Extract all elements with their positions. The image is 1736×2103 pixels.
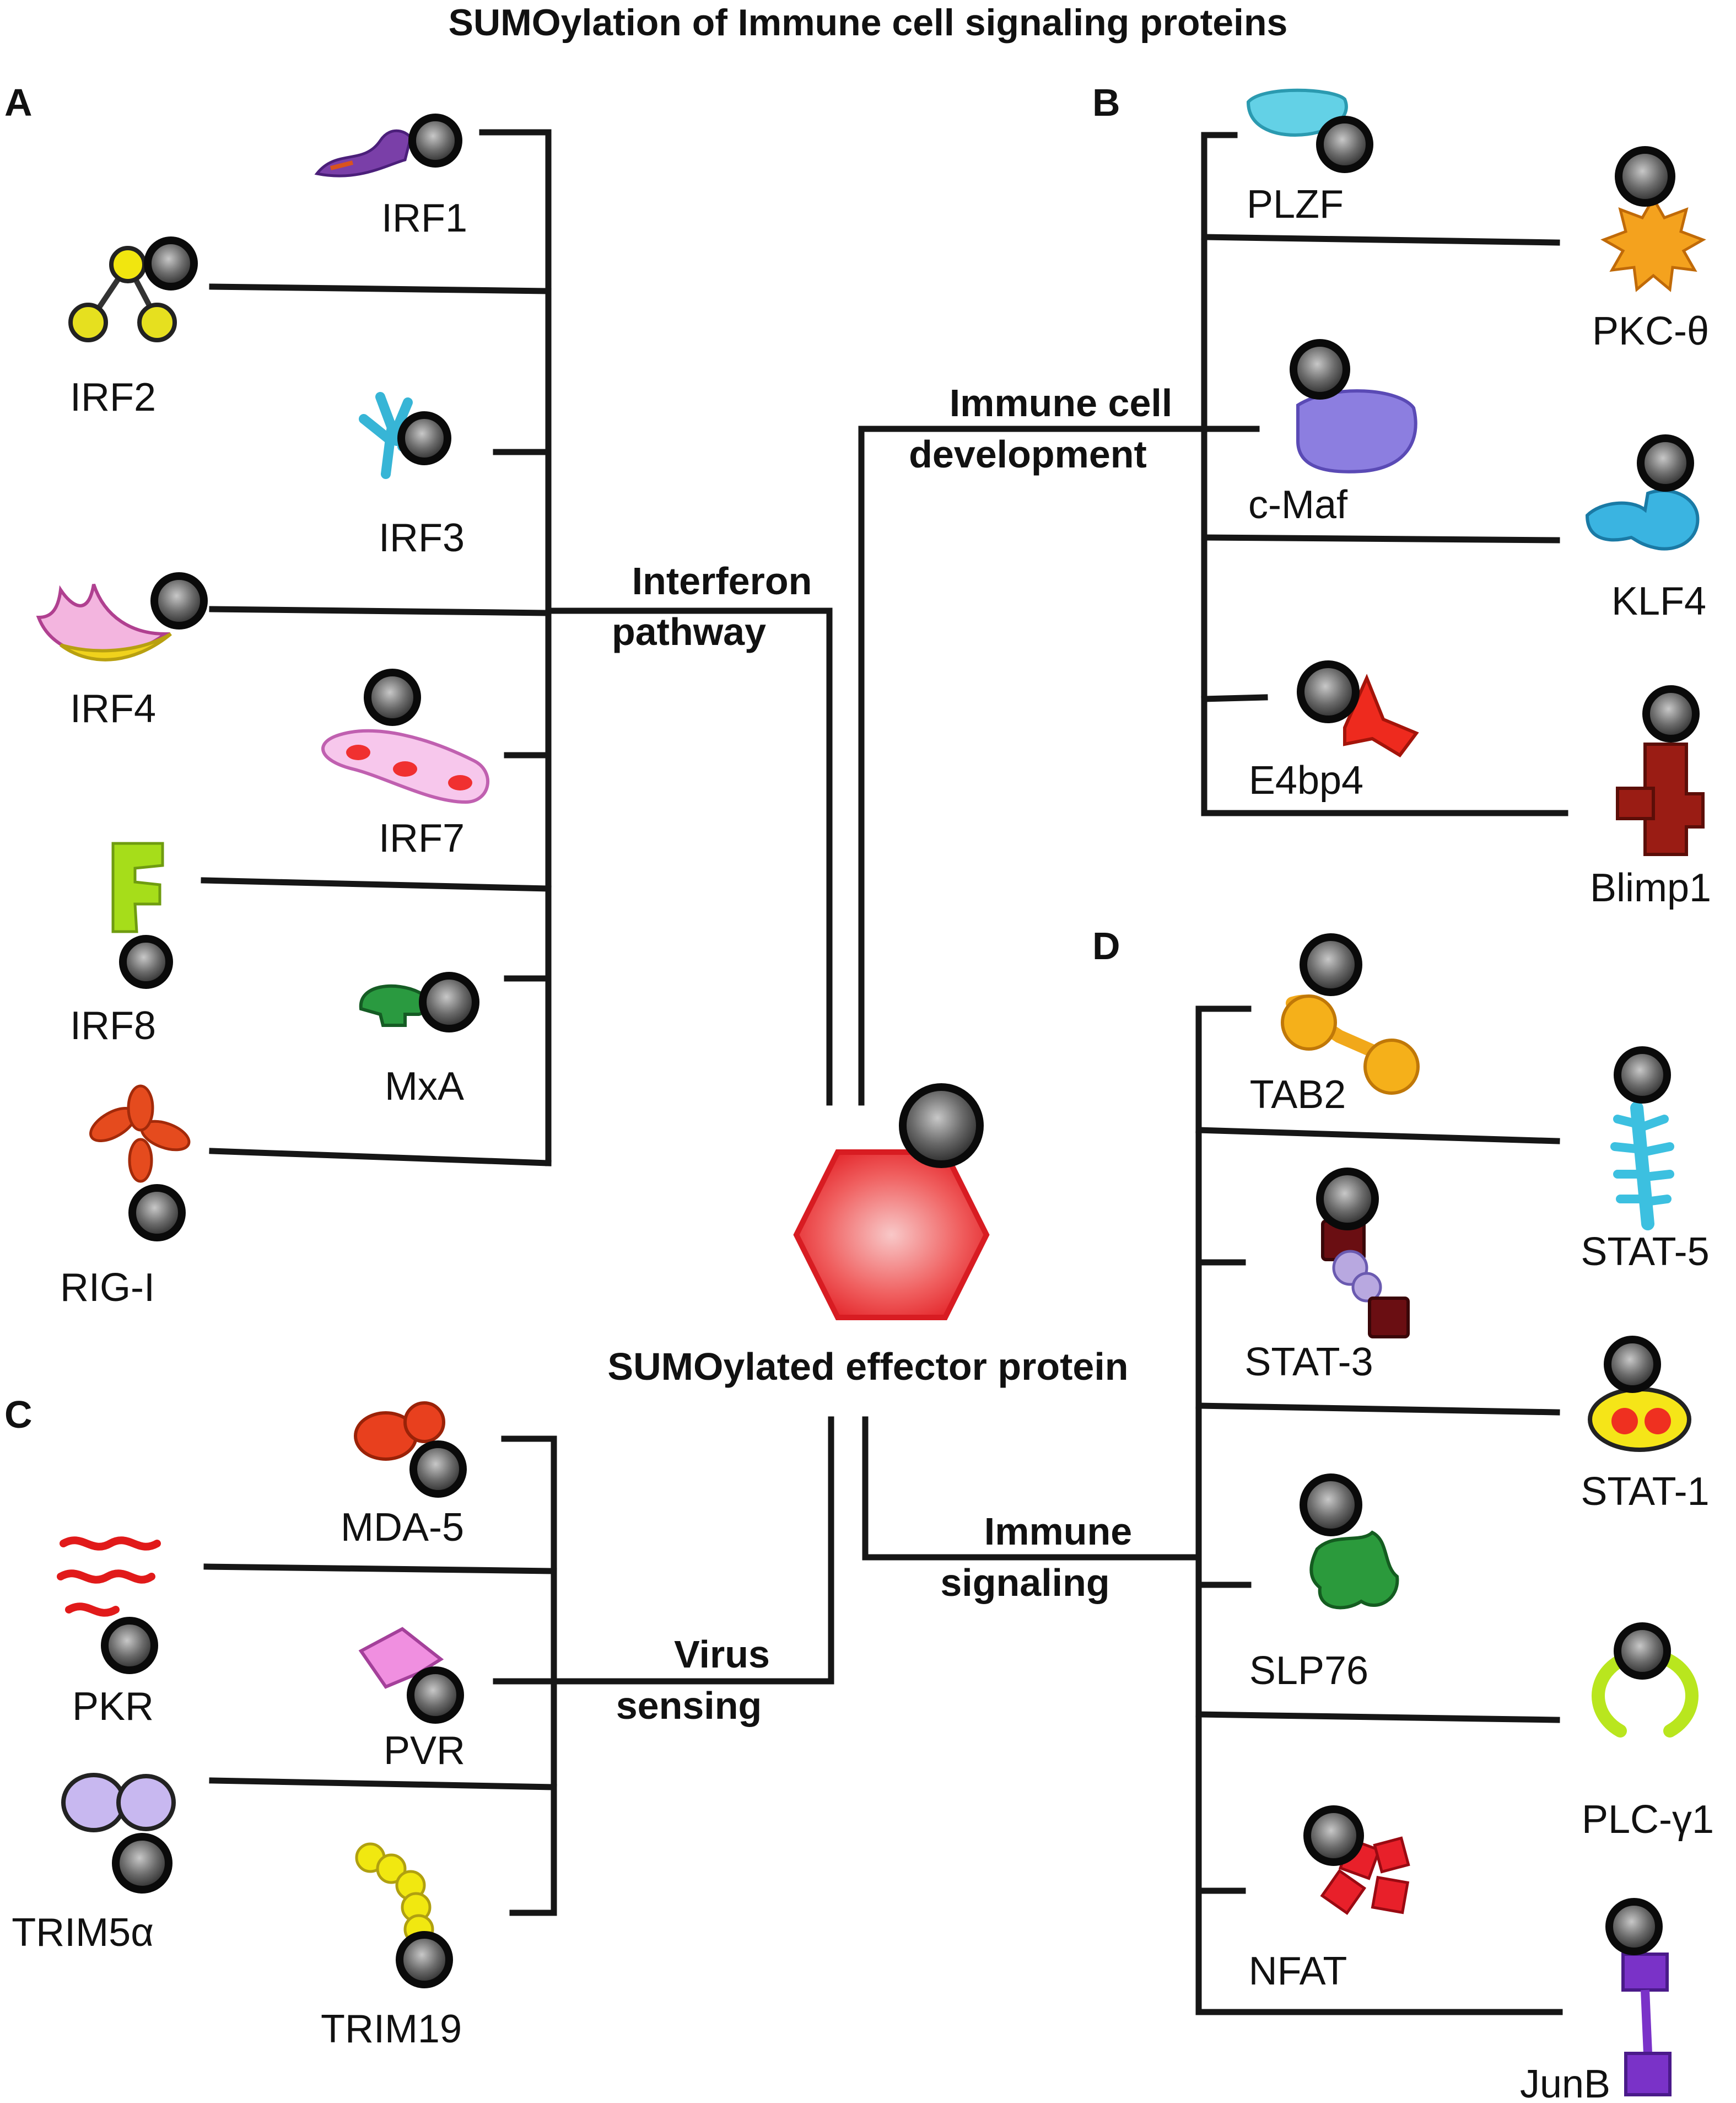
- category-development-line1: Immune cell: [950, 381, 1173, 424]
- protein-label-rig-i: RIG-I: [60, 1266, 155, 1310]
- plc-gamma1-icon: [1592, 1622, 1699, 1738]
- protein-label-stat-3: STAT-3: [1244, 1340, 1373, 1384]
- tab2-icon: [1281, 933, 1420, 1095]
- pvr-icon: [358, 1627, 464, 1724]
- category-signaling-line2: signaling: [940, 1561, 1109, 1604]
- protein-label-pkr: PKR: [72, 1685, 154, 1729]
- protein-label-trim19: TRIM19: [321, 2007, 462, 2051]
- irf2-icon: [68, 236, 198, 342]
- slp76-icon: [1300, 1473, 1399, 1610]
- protein-label-irf3: IRF3: [379, 516, 465, 560]
- protein-label-tab2: TAB2: [1250, 1073, 1346, 1117]
- rig-i-icon: [89, 1084, 191, 1241]
- stat-1-icon: [1588, 1336, 1691, 1452]
- category-virus-line1: Virus: [674, 1633, 770, 1676]
- protein-label-nfat: NFAT: [1249, 1949, 1347, 1993]
- protein-label-mda-5: MDA-5: [341, 1505, 464, 1550]
- protein-label-klf4: KLF4: [1611, 579, 1706, 623]
- category-signaling-line1: Immune: [984, 1510, 1132, 1553]
- nfat-icon: [1303, 1805, 1410, 1915]
- protein-label-blimp1: Blimp1: [1590, 866, 1711, 910]
- trim5-alpha-icon: [61, 1773, 176, 1894]
- protein-label-pvr: PVR: [384, 1729, 465, 1773]
- irf3-icon: [359, 392, 451, 479]
- protein-label-irf2: IRF2: [70, 375, 156, 419]
- irf4-icon: [36, 572, 208, 661]
- protein-label-pkc-theta: PKC-θ: [1592, 309, 1709, 353]
- category-interferon-line1: Interferon: [632, 560, 812, 603]
- connector-lines: [201, 129, 1568, 2015]
- irf7-icon: [321, 669, 489, 804]
- irf1-icon: [314, 114, 462, 178]
- protein-label-stat-5: STAT-5: [1581, 1230, 1709, 1274]
- category-virus-line2: sensing: [616, 1684, 762, 1727]
- protein-label-trim5-alpha: TRIM5α: [12, 1911, 154, 1955]
- protein-label-plc-gamma1: PLC-γ1: [1582, 1798, 1714, 1842]
- protein-label-irf1: IRF1: [381, 196, 467, 240]
- klf4-icon: [1585, 434, 1700, 551]
- panel-label-b: B: [1092, 81, 1120, 124]
- sumoylated-effector-protein-icon: [793, 1083, 990, 1320]
- protein-label-slp76: SLP76: [1249, 1649, 1368, 1693]
- category-interferon-line2: pathway: [612, 610, 766, 653]
- c-maf-icon: [1290, 339, 1417, 474]
- plzf-icon: [1246, 88, 1373, 173]
- irf8-icon: [111, 842, 173, 989]
- junb-icon: [1605, 1898, 1672, 2096]
- trim19-icon: [355, 1842, 453, 1988]
- panel-label-c: C: [4, 1393, 33, 1436]
- protein-label-e4bp4: E4bp4: [1249, 759, 1363, 803]
- panel-label-a: A: [4, 81, 33, 124]
- protein-label-c-maf: c-Maf: [1248, 483, 1348, 527]
- pkr-icon: [57, 1536, 161, 1674]
- stat-5-icon: [1610, 1046, 1674, 1230]
- protein-label-stat-1: STAT-1: [1581, 1470, 1709, 1514]
- mxa-icon: [359, 972, 479, 1032]
- category-development-line2: development: [909, 433, 1147, 476]
- blimp1-icon: [1616, 685, 1705, 856]
- mda-5-icon: [354, 1401, 467, 1498]
- protein-label-mxa: MxA: [385, 1064, 464, 1109]
- stat-3-icon: [1316, 1168, 1410, 1338]
- protein-label-irf4: IRF4: [70, 687, 156, 731]
- protein-label-irf7: IRF7: [379, 816, 465, 860]
- diagram-title: SUMOylation of Immune cell signaling pro…: [449, 2, 1288, 44]
- pkc-theta-icon: [1600, 146, 1706, 292]
- protein-label-irf8: IRF8: [70, 1004, 156, 1048]
- protein-label-junb: JunB: [1520, 2062, 1610, 2103]
- protein-label-plzf: PLZF: [1247, 182, 1344, 227]
- panel-label-d: D: [1092, 924, 1120, 967]
- center-label: SUMOylated effector protein: [607, 1345, 1128, 1388]
- e4bp4-icon: [1297, 660, 1419, 757]
